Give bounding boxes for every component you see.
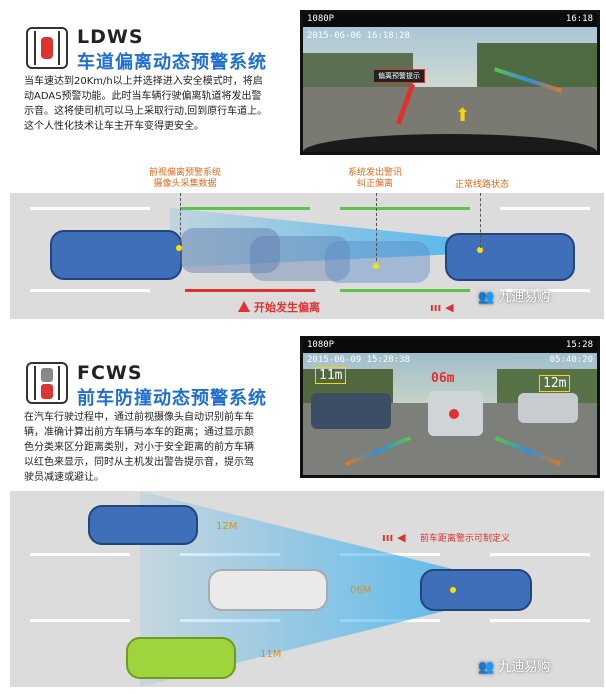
fcws-description: 在汽车行驶过程中，通过前视摄像头自动识别前车车 辆，准确计算出前方车辆与本车的距… — [24, 412, 254, 483]
fcws-cam-dist-right: 12m — [539, 375, 571, 392]
fcws-cam-time: 15:28 — [565, 340, 593, 350]
ldws-icon — [26, 27, 68, 69]
alarm-speaker-icon: ııı ◀ — [430, 301, 454, 314]
fcws-title-en: FCWS — [77, 362, 143, 384]
fcws-dist-mid: 06M — [350, 585, 372, 596]
ldws-road: 开始发生偏离 ııı ◀ — [10, 193, 604, 319]
alarm-speaker-icon: ııı ◀ — [382, 531, 406, 544]
ldws-title-cn: 车道偏离动态预警系统 — [77, 52, 267, 73]
ldws-cam-time: 16:18 — [565, 14, 593, 24]
fcws-cam-resolution: 1080P — [307, 340, 335, 350]
fcws-cam-dist-mid: 06m — [431, 371, 455, 386]
ldws-title-en: LDWS — [77, 26, 144, 48]
fcws-dist-top: 12M — [216, 521, 238, 532]
ldws-warning-text: 开始发生偏离 — [254, 301, 320, 314]
ldws-camera-view: 1080P 16:18 2015-06-06 16:18:28 偏离预警提示 ⬆ — [300, 10, 600, 155]
ldws-callout-mid: 系统发出警讯纠正偏离 — [347, 168, 402, 189]
fcws-title-cn: 前车防撞动态预警系统 — [77, 388, 267, 409]
ldws-cam-resolution: 1080P — [307, 14, 335, 24]
ldws-cam-tag: 偏离预警提示 — [373, 69, 425, 83]
fcws-road: 12M 06M 11M ııı ◀ 前车距离警示可制定义 — [10, 491, 604, 687]
fcws-note: 前车距离警示可制定义 — [420, 534, 511, 544]
fcws-dist-bottom: 11M — [260, 649, 282, 660]
watermark-bottom: 👥 九迪易购 — [478, 660, 551, 675]
ldws-callout-left: 前视偏离预警系统摄像头采集数据 — [148, 168, 221, 189]
watermark-top: 👥 九迪易购 — [478, 290, 551, 305]
fcws-cam-dist-left: 11m — [315, 367, 347, 384]
ldws-callout-right: 正常线路状态 — [454, 180, 509, 190]
ldws-cam-datetime: 2015-06-06 16:18:28 — [307, 31, 410, 41]
fcws-cam-datetime: 2015-06-09 15:28:38 — [307, 355, 410, 365]
arrow-up-icon: ⬆ — [455, 105, 471, 126]
fcws-icon — [26, 362, 68, 404]
ldws-description: 当车速达到20Km/h以上并选择进入安全模式时，将启 动ADAS预警功能。此时当… — [24, 76, 268, 132]
warning-icon — [238, 301, 250, 312]
fcws-cam-subtime: 05:40:20 — [549, 355, 593, 365]
